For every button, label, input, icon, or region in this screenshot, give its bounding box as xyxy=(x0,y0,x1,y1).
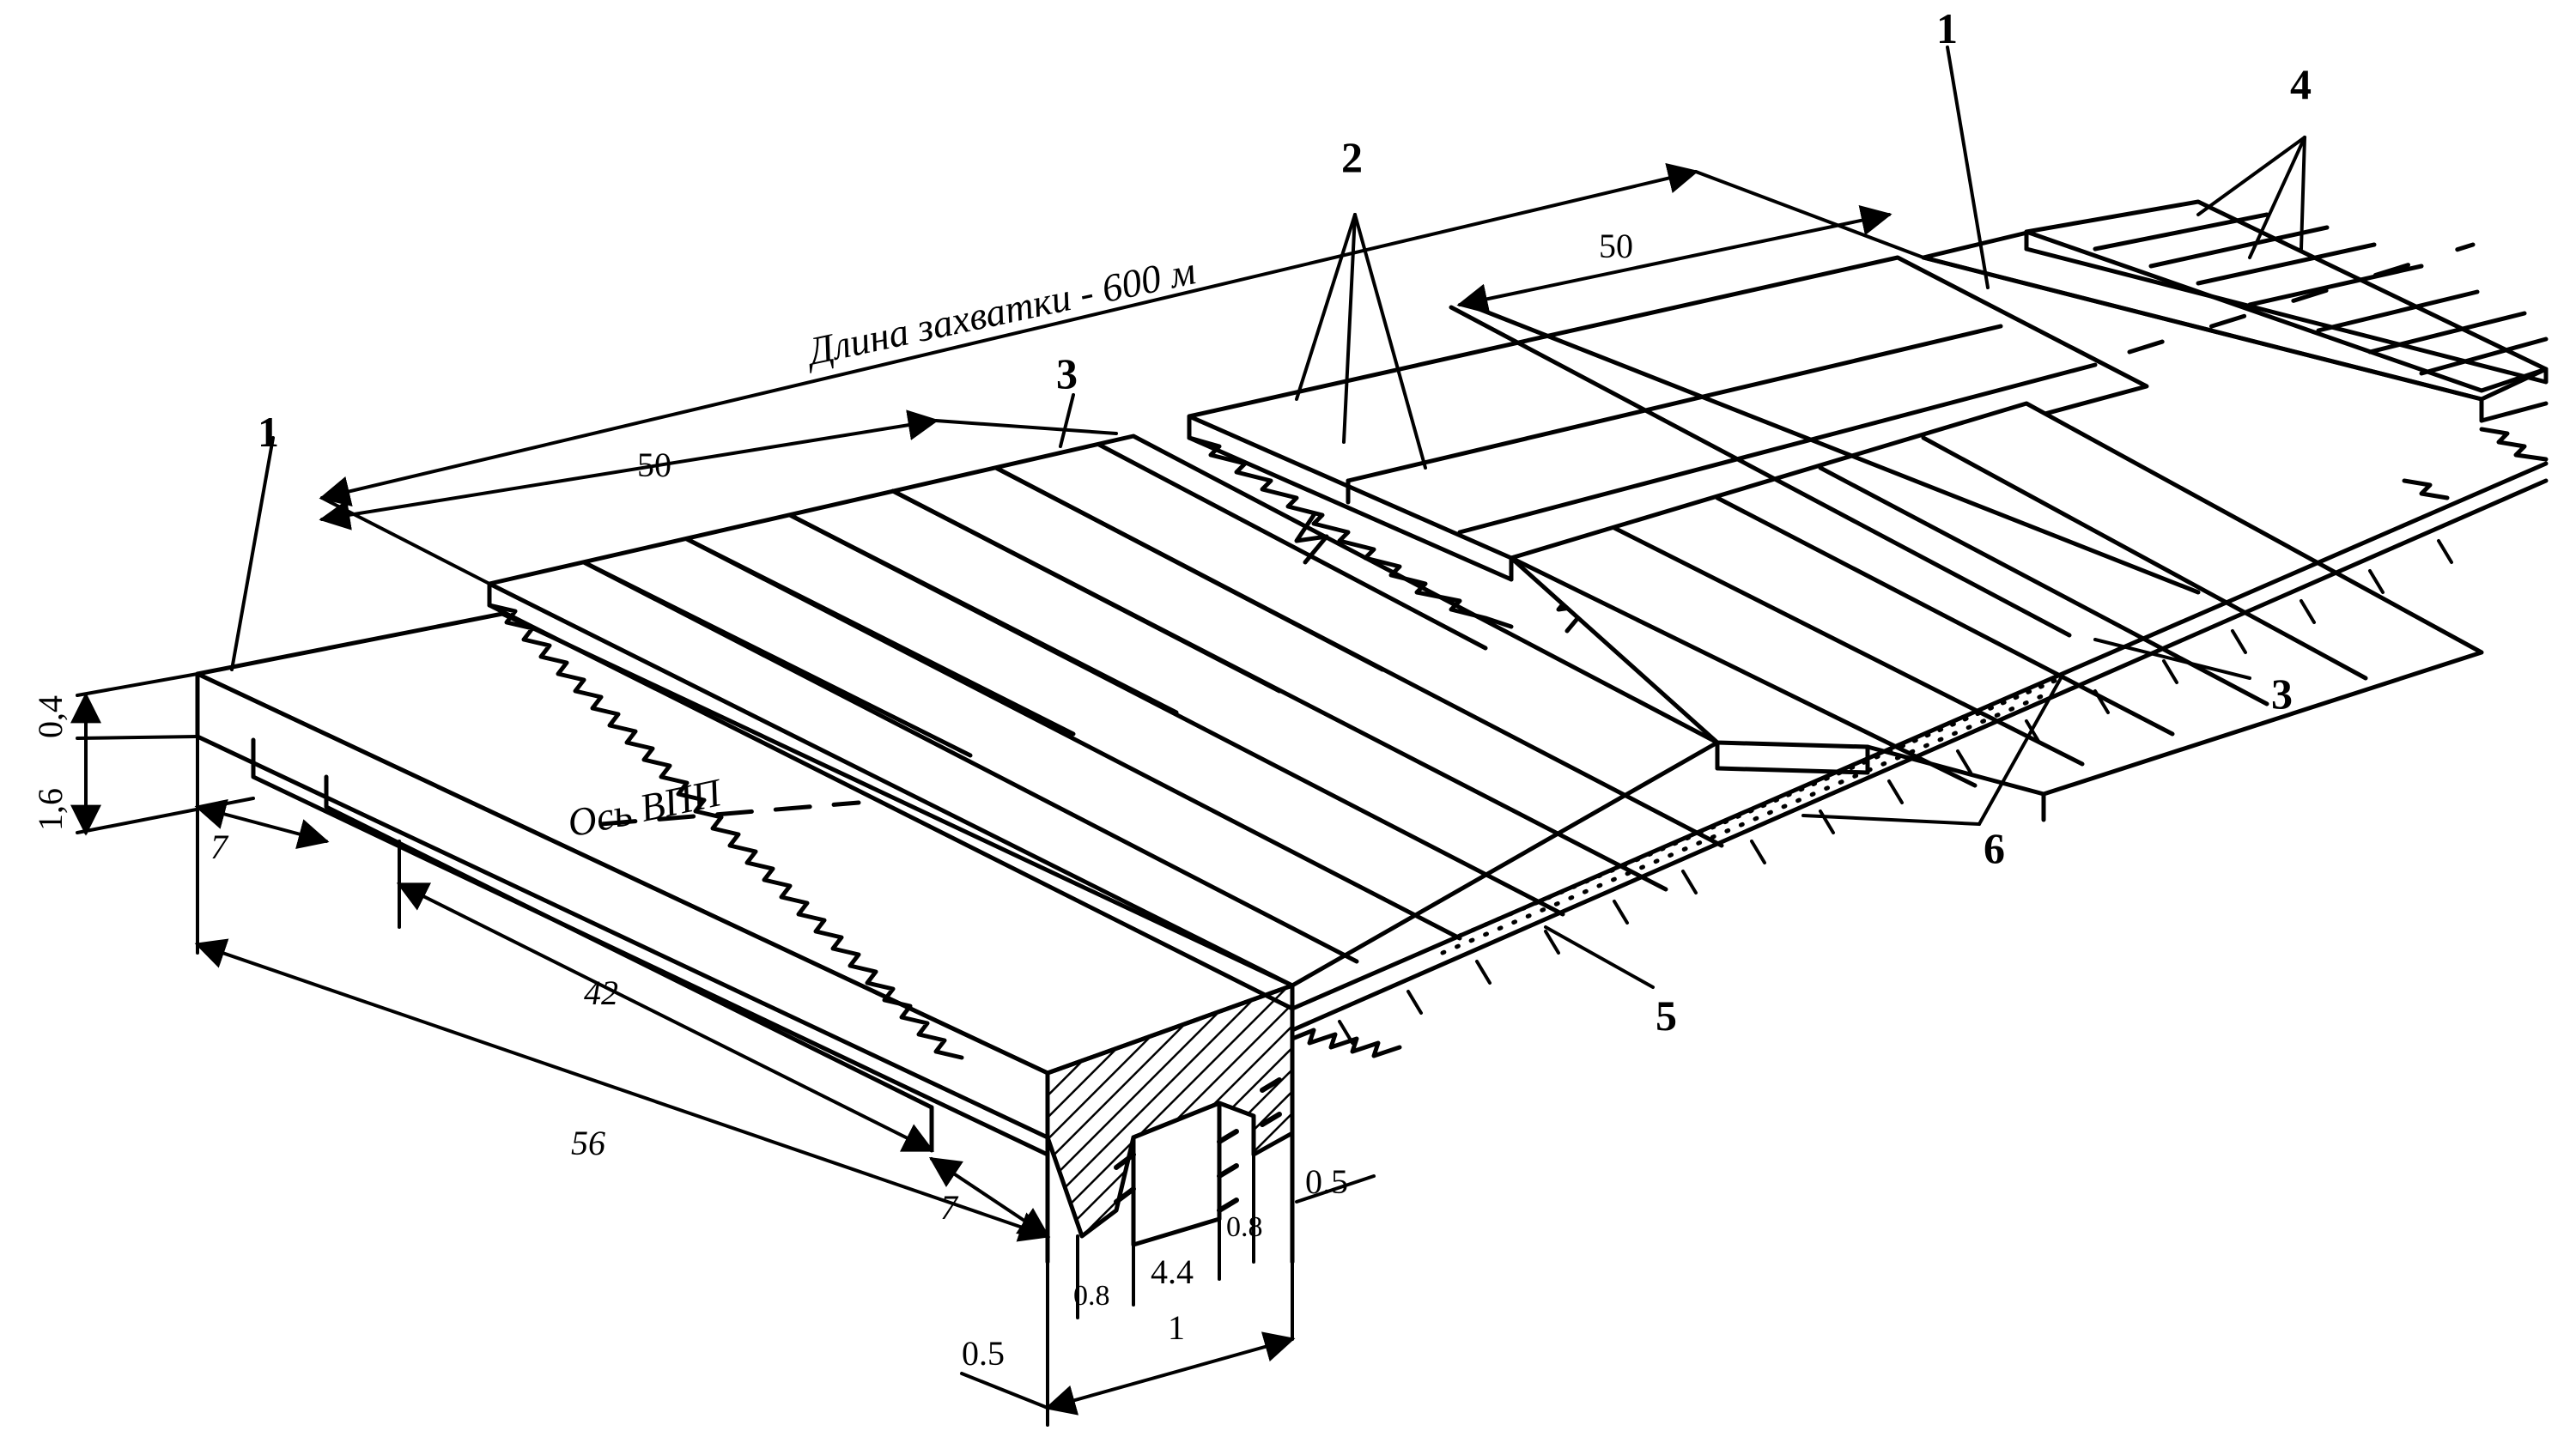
base-layers xyxy=(1290,461,2549,1058)
callout-1-left: 1 xyxy=(258,408,279,456)
dim-50-left: 50 xyxy=(637,446,671,484)
dim-0-8-right: 0.8 xyxy=(1226,1211,1263,1243)
callout-2: 2 xyxy=(1341,133,1363,181)
callout-5: 5 xyxy=(1656,991,1677,1040)
runway-axis-line-right xyxy=(2127,242,2476,355)
capture-length-label: Длина захватки - 600 м xyxy=(801,248,1200,373)
dim-0-8-left: 0.8 xyxy=(1073,1280,1110,1312)
callout-6: 6 xyxy=(1984,824,2005,872)
runway-axis-line xyxy=(598,800,861,827)
dim-height-top: 0,4 xyxy=(31,695,70,738)
dim-7-right: 7 xyxy=(940,1188,959,1227)
right-end-slabs xyxy=(1921,199,2549,500)
dim-4-4: 4.4 xyxy=(1151,1252,1194,1291)
callout-1-right: 1 xyxy=(1936,4,1958,52)
dim-7-left: 7 xyxy=(210,828,229,866)
dim-56: 56 xyxy=(571,1124,605,1162)
callout-3-top: 3 xyxy=(1056,349,1078,397)
callout-3-right: 3 xyxy=(2271,670,2293,718)
dim-0-5-right: 0.5 xyxy=(1305,1162,1348,1201)
dim-1: 1 xyxy=(1168,1308,1185,1347)
dimension-lines xyxy=(70,162,1925,1427)
dim-42: 42 xyxy=(584,973,618,1012)
leader-lines xyxy=(230,45,2306,989)
dim-height-bottom: 1,6 xyxy=(31,788,70,831)
callout-4: 4 xyxy=(2290,60,2312,108)
dim-0-5-left: 0.5 xyxy=(962,1334,1005,1373)
dim-50-right: 50 xyxy=(1599,227,1633,265)
